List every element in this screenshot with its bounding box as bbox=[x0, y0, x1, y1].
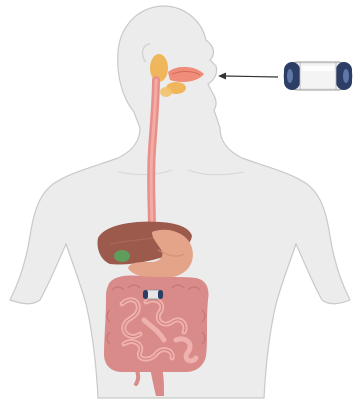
ingested-capsule-camera bbox=[143, 290, 163, 299]
capsule-camera-enlarged bbox=[284, 62, 352, 90]
gallbladder bbox=[114, 250, 130, 262]
pointer-arrow bbox=[218, 73, 278, 80]
